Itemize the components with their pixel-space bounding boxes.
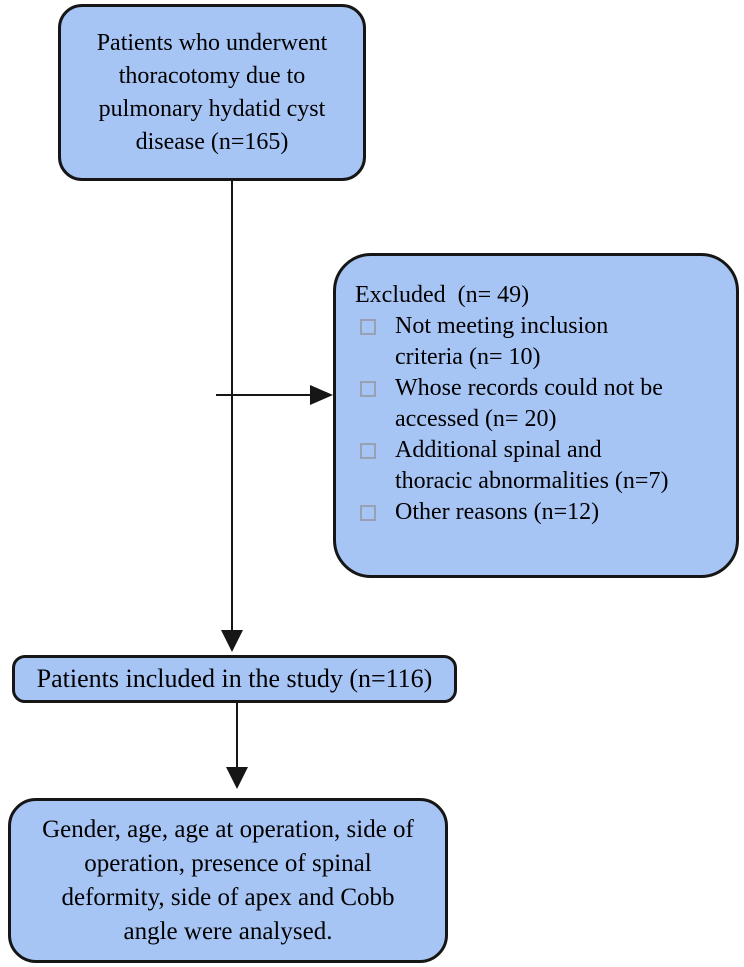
excluded-list: Not meeting inclusion criteria (n= 10) W… (355, 311, 724, 528)
analysis-box: Gender, age, age at operation, side of o… (8, 798, 448, 963)
excluded-item-text: Other reasons (n=12) (395, 499, 600, 525)
square-bullet-icon (360, 443, 376, 459)
excluded-item-text: Whose records could not be accessed (n= … (395, 375, 663, 432)
square-bullet-icon (360, 319, 376, 335)
source-population-box: Patients who underwent thoracotomy due t… (58, 4, 366, 181)
arrowhead-down-icon (226, 767, 248, 789)
arrowhead-right-icon (310, 385, 333, 405)
excluded-item-text: Additional spinal and thoracic abnormali… (395, 437, 669, 494)
excluded-item: Not meeting inclusion criteria (n= 10) (355, 311, 724, 373)
vertical-connector-line (231, 181, 233, 630)
arrowhead-down-icon (221, 630, 243, 652)
included-box: Patients included in the study (n=116) (12, 655, 457, 703)
branch-connector-line (216, 394, 310, 396)
excluded-item: Other reasons (n=12) (355, 497, 724, 528)
square-bullet-icon (360, 381, 376, 397)
excluded-item: Whose records could not be accessed (n= … (355, 373, 724, 435)
vertical-connector-line-2 (236, 703, 238, 767)
analysis-text: Gender, age, age at operation, side of o… (42, 815, 414, 945)
included-text: Patients included in the study (n=116) (36, 664, 433, 693)
excluded-item-text: Not meeting inclusion criteria (n= 10) (395, 313, 609, 370)
excluded-box: Excluded (n= 49) Not meeting inclusion c… (333, 253, 739, 578)
excluded-item: Additional spinal and thoracic abnormali… (355, 435, 724, 497)
source-population-text: Patients who underwent thoracotomy due t… (96, 29, 328, 155)
excluded-title: Excluded (n= 49) (355, 282, 530, 308)
square-bullet-icon (360, 505, 376, 521)
